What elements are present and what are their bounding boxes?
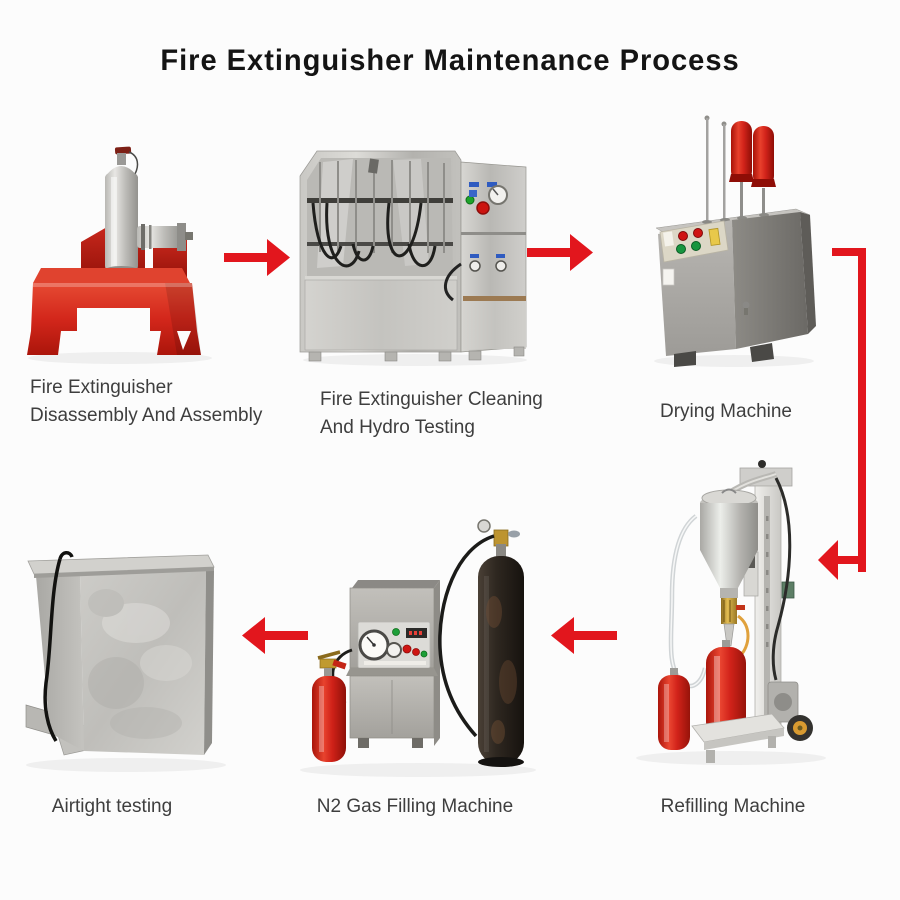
drying-machine — [646, 112, 818, 370]
arrow-disassembly-to-cleaning — [224, 239, 290, 281]
refilling-machine-illustration — [636, 460, 826, 765]
n2-gas-filling-machine-illustration — [300, 519, 536, 777]
cleaning-machine — [293, 146, 538, 368]
label-cleaning: Fire Extinguisher Cleaning And Hydro Tes… — [320, 386, 543, 442]
arrow-drying-to-refilling — [812, 242, 872, 602]
airtight-testing-tank-illustration — [25, 551, 226, 772]
cleaning-machine-illustration — [299, 150, 527, 366]
arrow-cleaning-to-drying — [527, 234, 593, 276]
drying-machine-illustration — [654, 115, 816, 367]
label-n2-filling: N2 Gas Filling Machine — [316, 796, 514, 817]
disassembly-machine-illustration — [27, 146, 212, 364]
refilling-machine — [626, 456, 826, 771]
disassembly-machine — [25, 145, 245, 367]
label-disassembly-line1: Fire Extinguisher — [30, 377, 173, 398]
arrow-n2-to-airtight — [242, 617, 308, 659]
label-drying: Drying Machine — [660, 401, 792, 422]
page-title: Fire Extinguisher Maintenance Process — [160, 44, 740, 77]
label-refilling: Refilling Machine — [660, 796, 806, 817]
label-cleaning-line2: And Hydro Testing — [320, 417, 475, 438]
label-airtight: Airtight testing — [51, 796, 173, 817]
label-disassembly-line2: Disassembly And Assembly — [30, 405, 263, 426]
airtight-testing-tank — [16, 543, 236, 778]
label-disassembly: Fire Extinguisher Disassembly And Assemb… — [30, 374, 262, 430]
label-cleaning-line1: Fire Extinguisher Cleaning — [320, 389, 543, 410]
n2-gas-filling-machine — [288, 492, 548, 784]
arrow-refilling-to-n2 — [551, 617, 617, 659]
